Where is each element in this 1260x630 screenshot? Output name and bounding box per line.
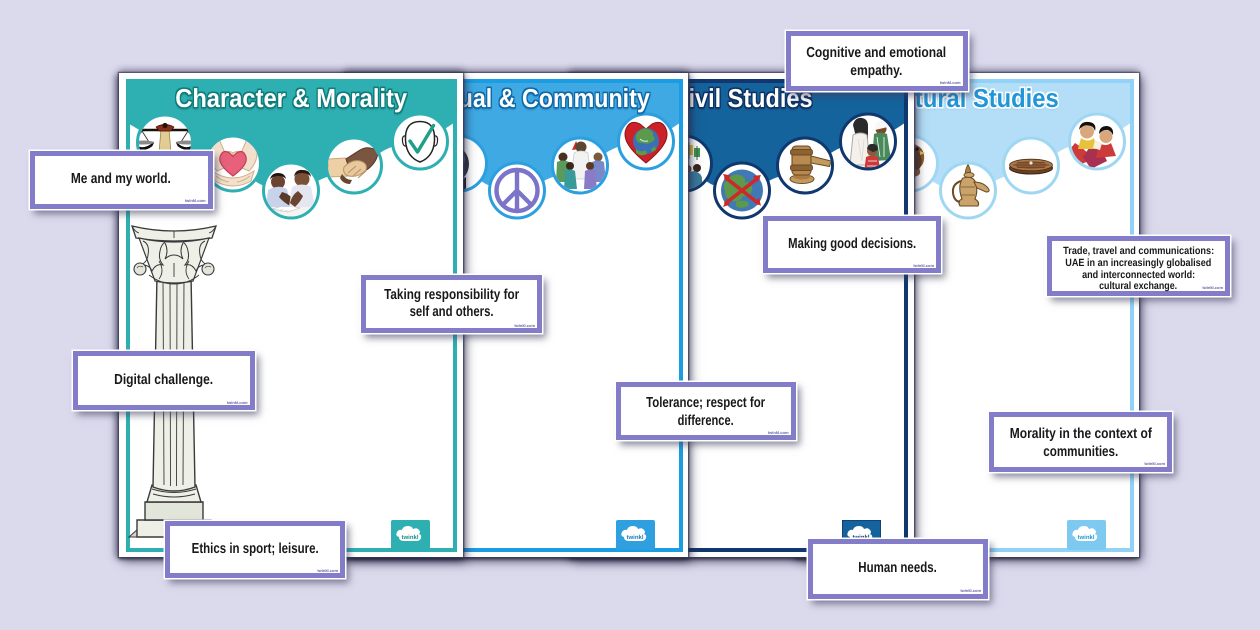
svg-text:twinkl: twinkl xyxy=(626,534,643,541)
svg-text:twinkl: twinkl xyxy=(852,534,869,541)
svg-text:twinkl: twinkl xyxy=(1077,534,1094,541)
svg-text:twinkl: twinkl xyxy=(401,534,418,541)
